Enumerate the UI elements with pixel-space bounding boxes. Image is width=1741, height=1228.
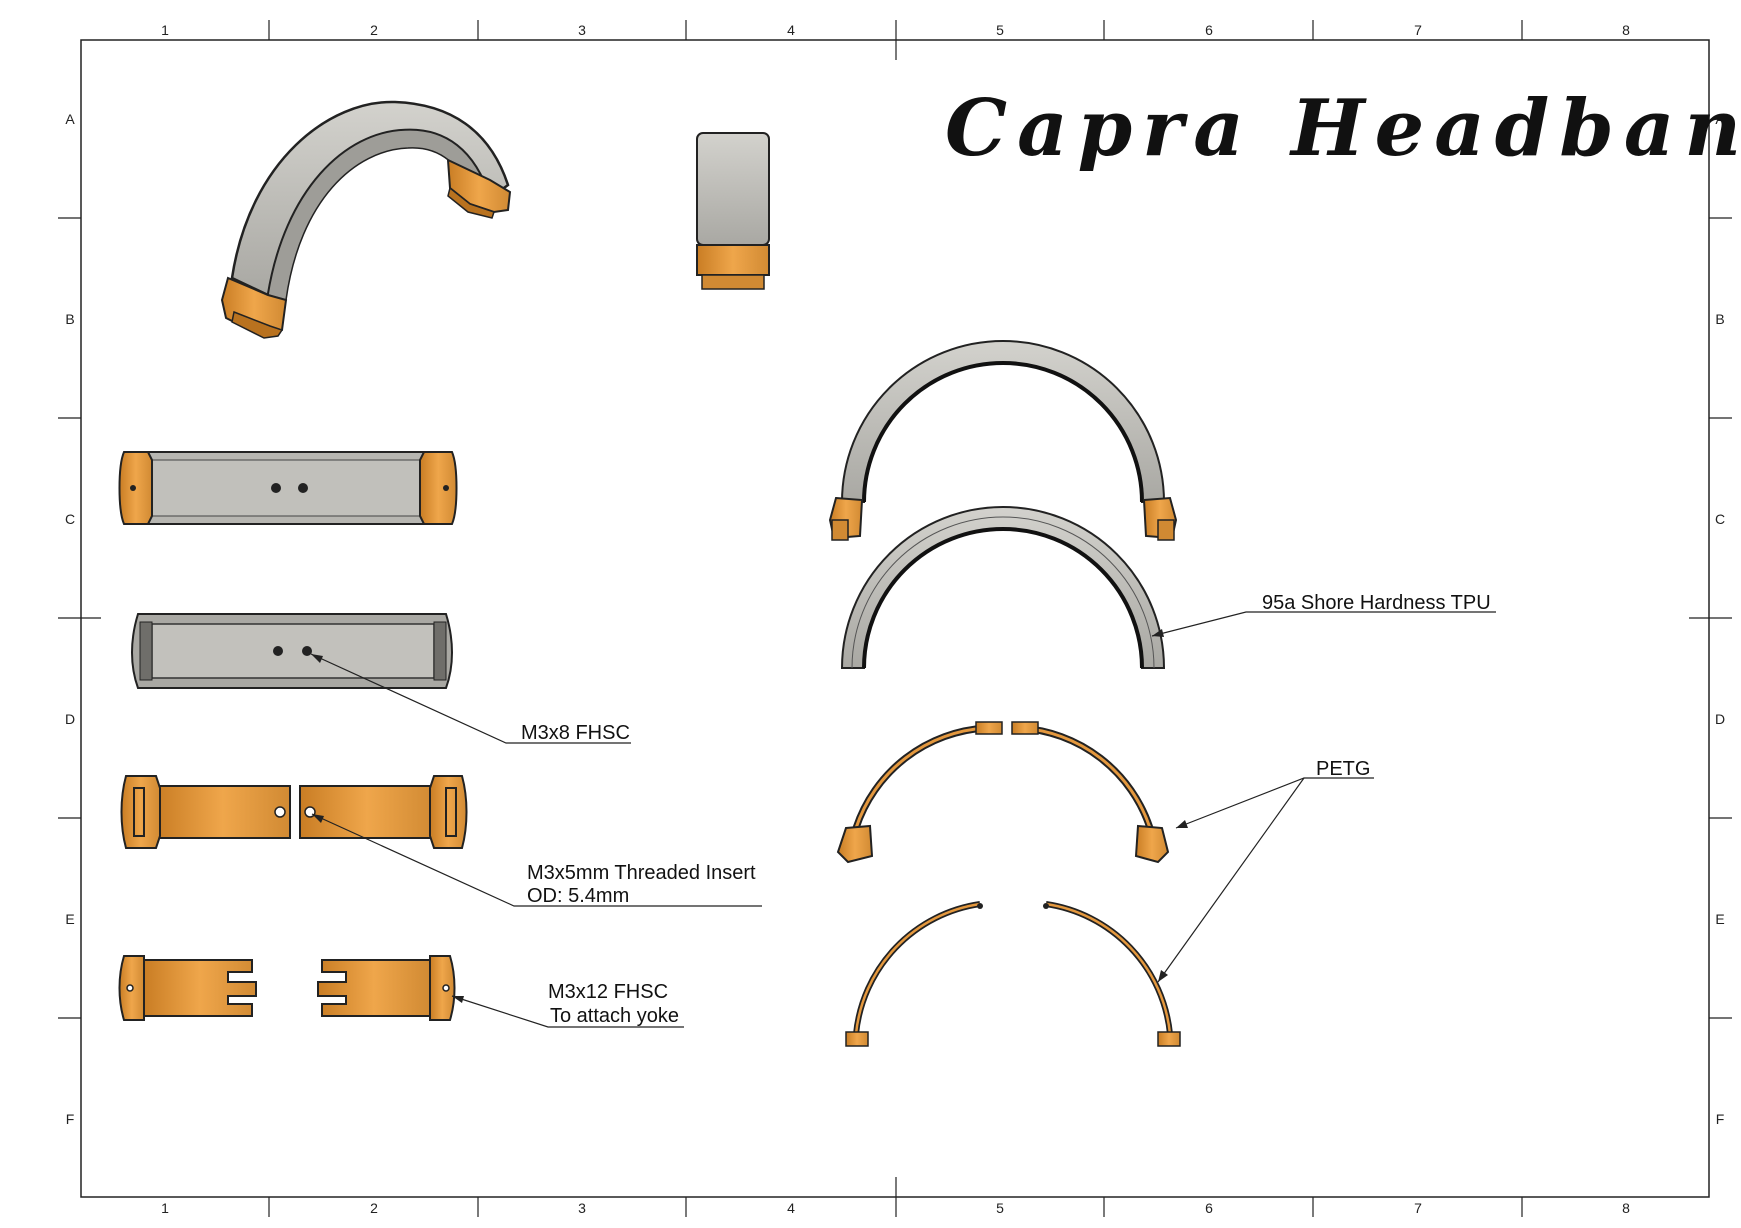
leader-lines	[310, 611, 1496, 1028]
leader-arrowheads	[311, 629, 1188, 1003]
annotation-m3x8: M3x8 FHSC	[521, 722, 630, 744]
zone-col-label: 5	[996, 22, 1004, 38]
zone-col-label: 4	[787, 22, 795, 38]
petg-side-view	[836, 721, 1170, 864]
zone-col-label: 2	[370, 1200, 378, 1216]
petg-inner-side-view	[845, 901, 1181, 1047]
zone-col-label: 7	[1414, 1200, 1422, 1216]
zone-row-label: D	[65, 711, 75, 727]
zone-col-label: 8	[1622, 22, 1630, 38]
zone-row-label: B	[1715, 311, 1724, 327]
drawing-title: Capra Headband	[945, 83, 1741, 174]
zone-col-label: 4	[787, 1200, 795, 1216]
zone-row-label: A	[1715, 111, 1725, 127]
annotation-m3x12-line1: M3x12 FHSC	[548, 981, 668, 1003]
annotation-petg: PETG	[1316, 758, 1370, 780]
isometric-view	[220, 100, 512, 339]
zone-col-label: 6	[1205, 1200, 1213, 1216]
yoke-attach-view	[118, 955, 456, 1021]
zone-col-label: 7	[1414, 22, 1422, 38]
petg-insert-view	[120, 775, 468, 849]
zone-row-label: F	[66, 1111, 75, 1127]
zone-col-label: 8	[1622, 1200, 1630, 1216]
annotation-m3x12-line2: To attach yoke	[550, 1005, 679, 1027]
zone-row-label: C	[65, 511, 75, 527]
zone-row-label: F	[1716, 1111, 1725, 1127]
zone-col-label: 2	[370, 22, 378, 38]
zone-col-label: 6	[1205, 22, 1213, 38]
zone-row-label: E	[1715, 911, 1724, 927]
zone-row-label: C	[1715, 511, 1725, 527]
zone-row-label: E	[65, 911, 74, 927]
zone-col-label: 1	[161, 1200, 169, 1216]
zone-col-label: 1	[161, 22, 169, 38]
zone-ticks	[58, 20, 1732, 1217]
zone-row-label: B	[65, 311, 74, 327]
annotation-insert-line2: OD: 5.4mm	[527, 885, 629, 907]
bottom-view	[131, 613, 453, 689]
annotation-tpu: 95a Shore Hardness TPU	[1262, 592, 1491, 614]
top-view	[118, 451, 458, 525]
zone-row-label: A	[65, 111, 75, 127]
end-view	[696, 132, 770, 290]
assembled-side-view	[828, 340, 1178, 541]
zone-col-label: 3	[578, 1200, 586, 1216]
zone-col-label: 5	[996, 1200, 1004, 1216]
zone-col-label: 3	[578, 22, 586, 38]
tpu-side-view	[840, 506, 1166, 669]
annotation-insert-line1: M3x5mm Threaded Insert	[527, 862, 756, 884]
zone-row-label: D	[1715, 711, 1725, 727]
